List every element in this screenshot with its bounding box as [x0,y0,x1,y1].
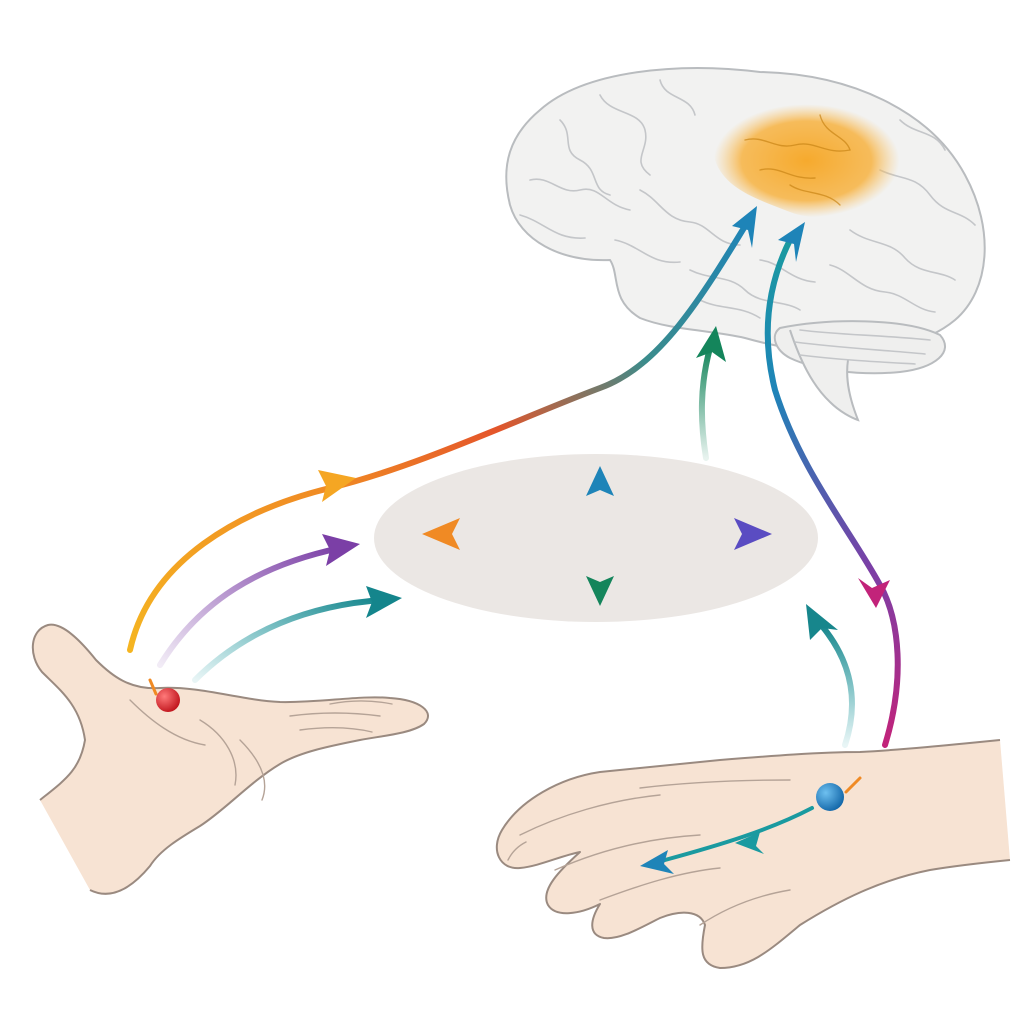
plane-to-brain-arrow [696,326,726,461]
left-hand-arrows [127,206,757,683]
blue-dot-spark [844,776,862,794]
arrowhead-green [696,326,726,362]
back-of-hand-icon [495,739,1011,969]
arrowhead-on-hand-2 [735,832,764,854]
brain-active-region [713,104,900,218]
right-hand-details [507,779,791,926]
arrow-purple-to-plane [157,545,343,668]
stimulus-dot-blue [816,783,844,811]
down-arrowhead [586,576,614,606]
right-hand-shape [495,739,1011,969]
arrow-teal-to-plane [192,597,385,683]
red-dot-spark [148,678,158,696]
arrowhead-blue-brain-2 [778,222,805,262]
perception-plane [374,454,818,622]
arrow-stroke-on-hand [663,806,814,862]
brain-active-gyri [744,114,851,206]
brain-cerebrum [505,67,986,352]
brain-icon [505,67,986,422]
left-hand-details [129,699,393,801]
right-hand-arrows [764,222,901,748]
arrowhead-blue-brain-1 [732,206,757,248]
direction-cross-icon [422,466,772,606]
brain-stem [789,329,860,422]
left-hand-shape [31,623,429,895]
arrow-purple-to-brain [764,237,901,748]
arrowhead-purple [322,534,360,566]
arrow-teal-to-plane-right [819,623,855,748]
arrowhead-magenta [858,578,890,608]
arrowhead-teal-right [806,604,838,640]
up-arrowhead [586,466,614,496]
left-arrowhead [422,518,460,550]
arrowhead-teal [366,586,402,618]
arrow-green-up [698,345,713,461]
arrowhead-on-hand-1 [640,850,674,874]
right-arrowhead [734,518,772,550]
stimulus-dot-red [156,688,180,712]
arrowhead-yellow-mid [318,470,356,502]
open-palm-hand-icon [31,623,429,895]
arrow-yellow-to-brain [127,215,753,653]
